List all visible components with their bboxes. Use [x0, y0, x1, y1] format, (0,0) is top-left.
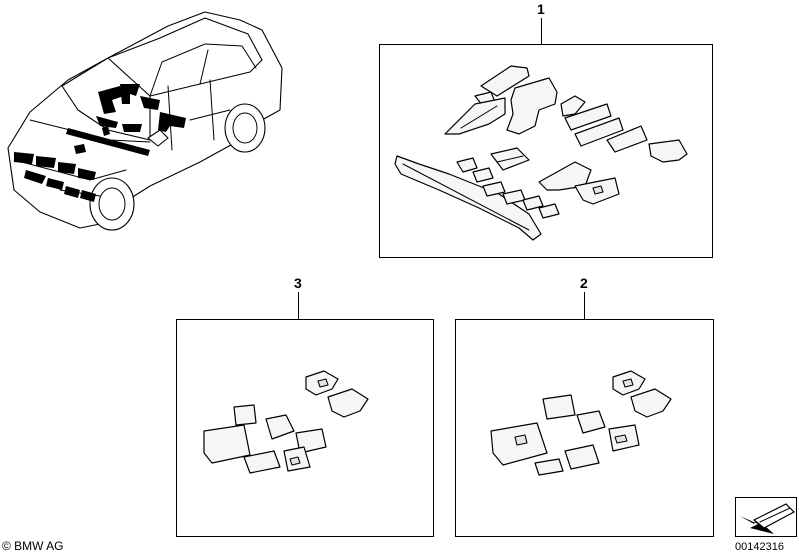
kit-3-parts-illustration [203, 370, 369, 474]
kit-1-parts-illustration [394, 65, 688, 241]
copyright-text: © BMW AG [2, 539, 64, 553]
diagram-number: 00142316 [735, 541, 784, 553]
callout-kit-2: 2 [580, 275, 588, 291]
view-direction-icon [735, 497, 797, 537]
insulation-highlight [14, 84, 186, 202]
kit-2-parts-illustration [490, 370, 672, 476]
callout-kit-3: 3 [294, 275, 302, 291]
callout-kit-1: 1 [537, 1, 545, 17]
vehicle-overview-illustration [7, 11, 283, 231]
leader-line-kit-1 [541, 18, 542, 45]
panel-kit-3 [176, 319, 434, 537]
leader-line-kit-2 [584, 292, 585, 320]
leader-line-kit-3 [298, 292, 299, 320]
